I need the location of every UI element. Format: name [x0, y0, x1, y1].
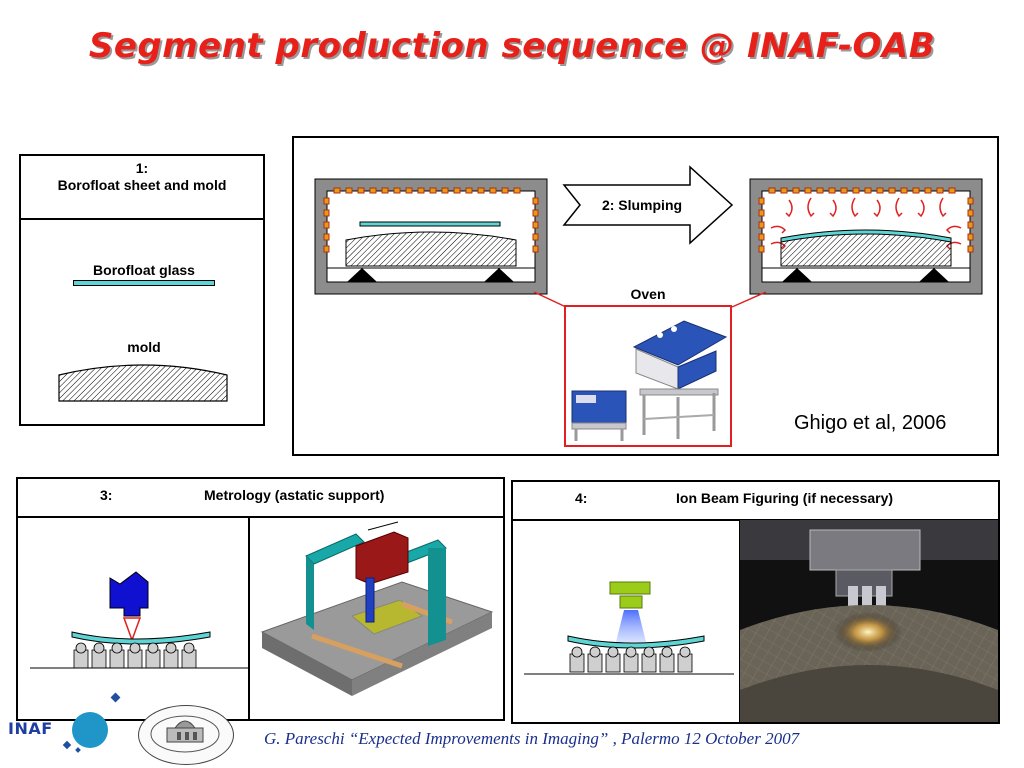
- step1-number: 1:: [135, 160, 149, 176]
- step3-split: [248, 518, 250, 719]
- ghigo-citation: Ghigo et al, 2006: [794, 412, 947, 434]
- inaf-logo-text: INAF: [8, 719, 53, 738]
- oven-photo: [564, 305, 732, 447]
- step3-panel: 3: Metrology (astatic support): [16, 477, 505, 721]
- brera-seal: [138, 705, 234, 765]
- page-title: Segment production sequence @ INAF-OAB: [88, 26, 936, 66]
- oven-label: Oven: [630, 286, 666, 302]
- step1-label: Borofloat sheet and mold: [57, 177, 227, 193]
- footer-citation: G. Pareschi “Expected Improvements in Im…: [264, 729, 800, 748]
- slumping-label: 2: Slumping: [601, 197, 683, 213]
- step1-panel: 1: Borofloat sheet and mold Borofloat gl…: [19, 154, 265, 426]
- slumping-arrow: [562, 165, 734, 245]
- step3-number: 3:: [100, 487, 113, 503]
- mold-shape: [58, 364, 228, 402]
- borofloat-glass-sheet: [73, 280, 215, 286]
- step3-divider: [18, 516, 503, 518]
- step4-number: 4:: [575, 490, 588, 506]
- step4-label: Ion Beam Figuring (if necessary): [676, 490, 894, 506]
- inaf-logo: [62, 692, 121, 753]
- borofloat-glass-label: Borofloat glass: [93, 262, 195, 278]
- metrology-machine-render: [260, 521, 494, 696]
- oven-before-diagram: [314, 178, 548, 295]
- ion-beam-photo: [740, 520, 998, 722]
- oven-callout-lines: [533, 291, 767, 308]
- ion-beam-schematic: [524, 581, 734, 675]
- mold-label: mold: [127, 339, 161, 355]
- oven-after-diagram: [749, 178, 983, 295]
- metrology-schematic: [30, 571, 248, 669]
- step1-header: 1: Borofloat sheet and mold: [21, 160, 263, 194]
- step1-divider: [21, 218, 263, 220]
- step3-label: Metrology (astatic support): [204, 487, 385, 503]
